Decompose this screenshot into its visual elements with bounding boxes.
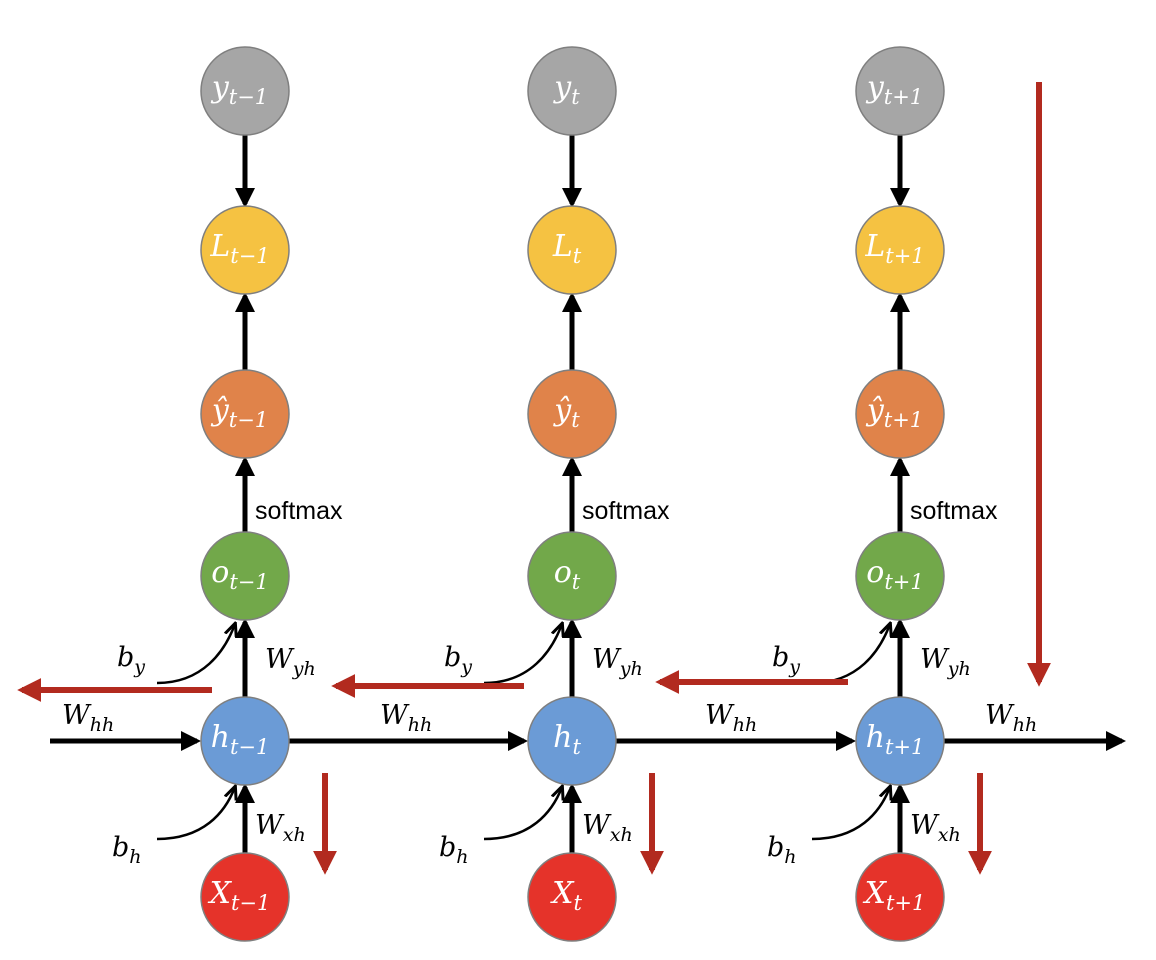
input-node-label: Xt [550,876,582,915]
hidden-node-circle [200,696,290,786]
bias-h-curve-arrow [811,787,890,841]
target-node-label: yt [552,70,580,109]
w-yh-label: Wyh [592,644,643,680]
loss-node: Lt−1 [200,205,290,295]
hidden-node: ht+1 [855,696,945,786]
target-node-label: yt+1 [865,70,923,109]
b-y-label: by [444,642,472,678]
output-node-circle [855,531,945,621]
target-node: yt+1 [855,46,945,136]
bias-y-curve-arrow [483,624,562,685]
input-node: Xt−1 [200,852,290,942]
output-node: ot−1 [200,531,290,621]
output-node-label: ot−1 [211,555,268,594]
softmax-label: softmax [582,497,670,525]
prediction-node: ŷt−1 [200,369,290,459]
target-node-circle [855,46,945,136]
w-hh-label: Whh [985,700,1037,736]
target-node-circle [200,46,290,136]
input-node-circle [200,852,290,942]
output-node: ot [527,531,617,621]
prediction-node-label: ŷt+1 [865,393,923,432]
output-node-label: ot+1 [866,555,923,594]
softmax-label: softmax [255,497,343,525]
loss-node: Lt [527,205,617,295]
target-node-label: yt−1 [210,70,268,109]
loss-node-label: Lt−1 [209,229,269,268]
w-xh-label: Wxh [255,810,306,846]
w-hh-label: Whh [705,700,757,736]
arrows-layer [17,82,1126,875]
prediction-node-circle [200,369,290,459]
output-node: ot+1 [855,531,945,621]
bias-y-curve-arrow [811,624,890,685]
hidden-node-label: ht−1 [211,720,270,759]
prediction-node-label: ŷt−1 [210,393,268,432]
hidden-node-label: ht [553,720,581,759]
hidden-node-circle [527,696,617,786]
target-node: yt [527,46,617,136]
prediction-node: ŷt [527,369,617,459]
hidden-node: ht−1 [200,696,290,786]
prediction-node-circle [855,369,945,459]
w-yh-label: Wyh [920,644,971,680]
prediction-node-label: ŷt [552,393,580,432]
w-hh-label: Whh [62,700,114,736]
target-node: yt−1 [200,46,290,136]
input-node-circle [527,852,617,942]
w-xh-label: Wxh [582,810,633,846]
input-node-circle [855,852,945,942]
output-node-circle [527,531,617,621]
bias-h-curve-arrow [483,787,562,841]
w-hh-label: Whh [380,700,432,736]
input-node-label: Xt+1 [863,876,926,915]
hidden-node-label: ht+1 [866,720,925,759]
w-xh-label: Wxh [910,810,961,846]
loss-node-circle [527,205,617,295]
bias-h-curve-arrow [156,787,235,841]
loss-node-label: Lt+1 [864,229,924,268]
target-node-circle [527,46,617,136]
input-node-label: Xt−1 [208,876,271,915]
hidden-node-circle [855,696,945,786]
hidden-node: ht [527,696,617,786]
bias-y-curve-arrow [156,624,235,685]
input-node: Xt+1 [855,852,945,942]
input-node: Xt [527,852,617,942]
loss-node: Lt+1 [855,205,945,295]
output-node-label: ot [554,555,581,594]
softmax-label: softmax [910,497,998,525]
loss-node-label: Lt [552,229,582,268]
b-h-label: bh [439,832,469,868]
loss-node-circle [855,205,945,295]
b-h-label: bh [112,832,142,868]
output-node-circle [200,531,290,621]
w-yh-label: Wyh [265,644,316,680]
loss-node-circle [200,205,290,295]
b-y-label: by [772,642,800,678]
b-h-label: bh [767,832,797,868]
prediction-node-circle [527,369,617,459]
b-y-label: by [117,642,145,678]
prediction-node: ŷt+1 [855,369,945,459]
